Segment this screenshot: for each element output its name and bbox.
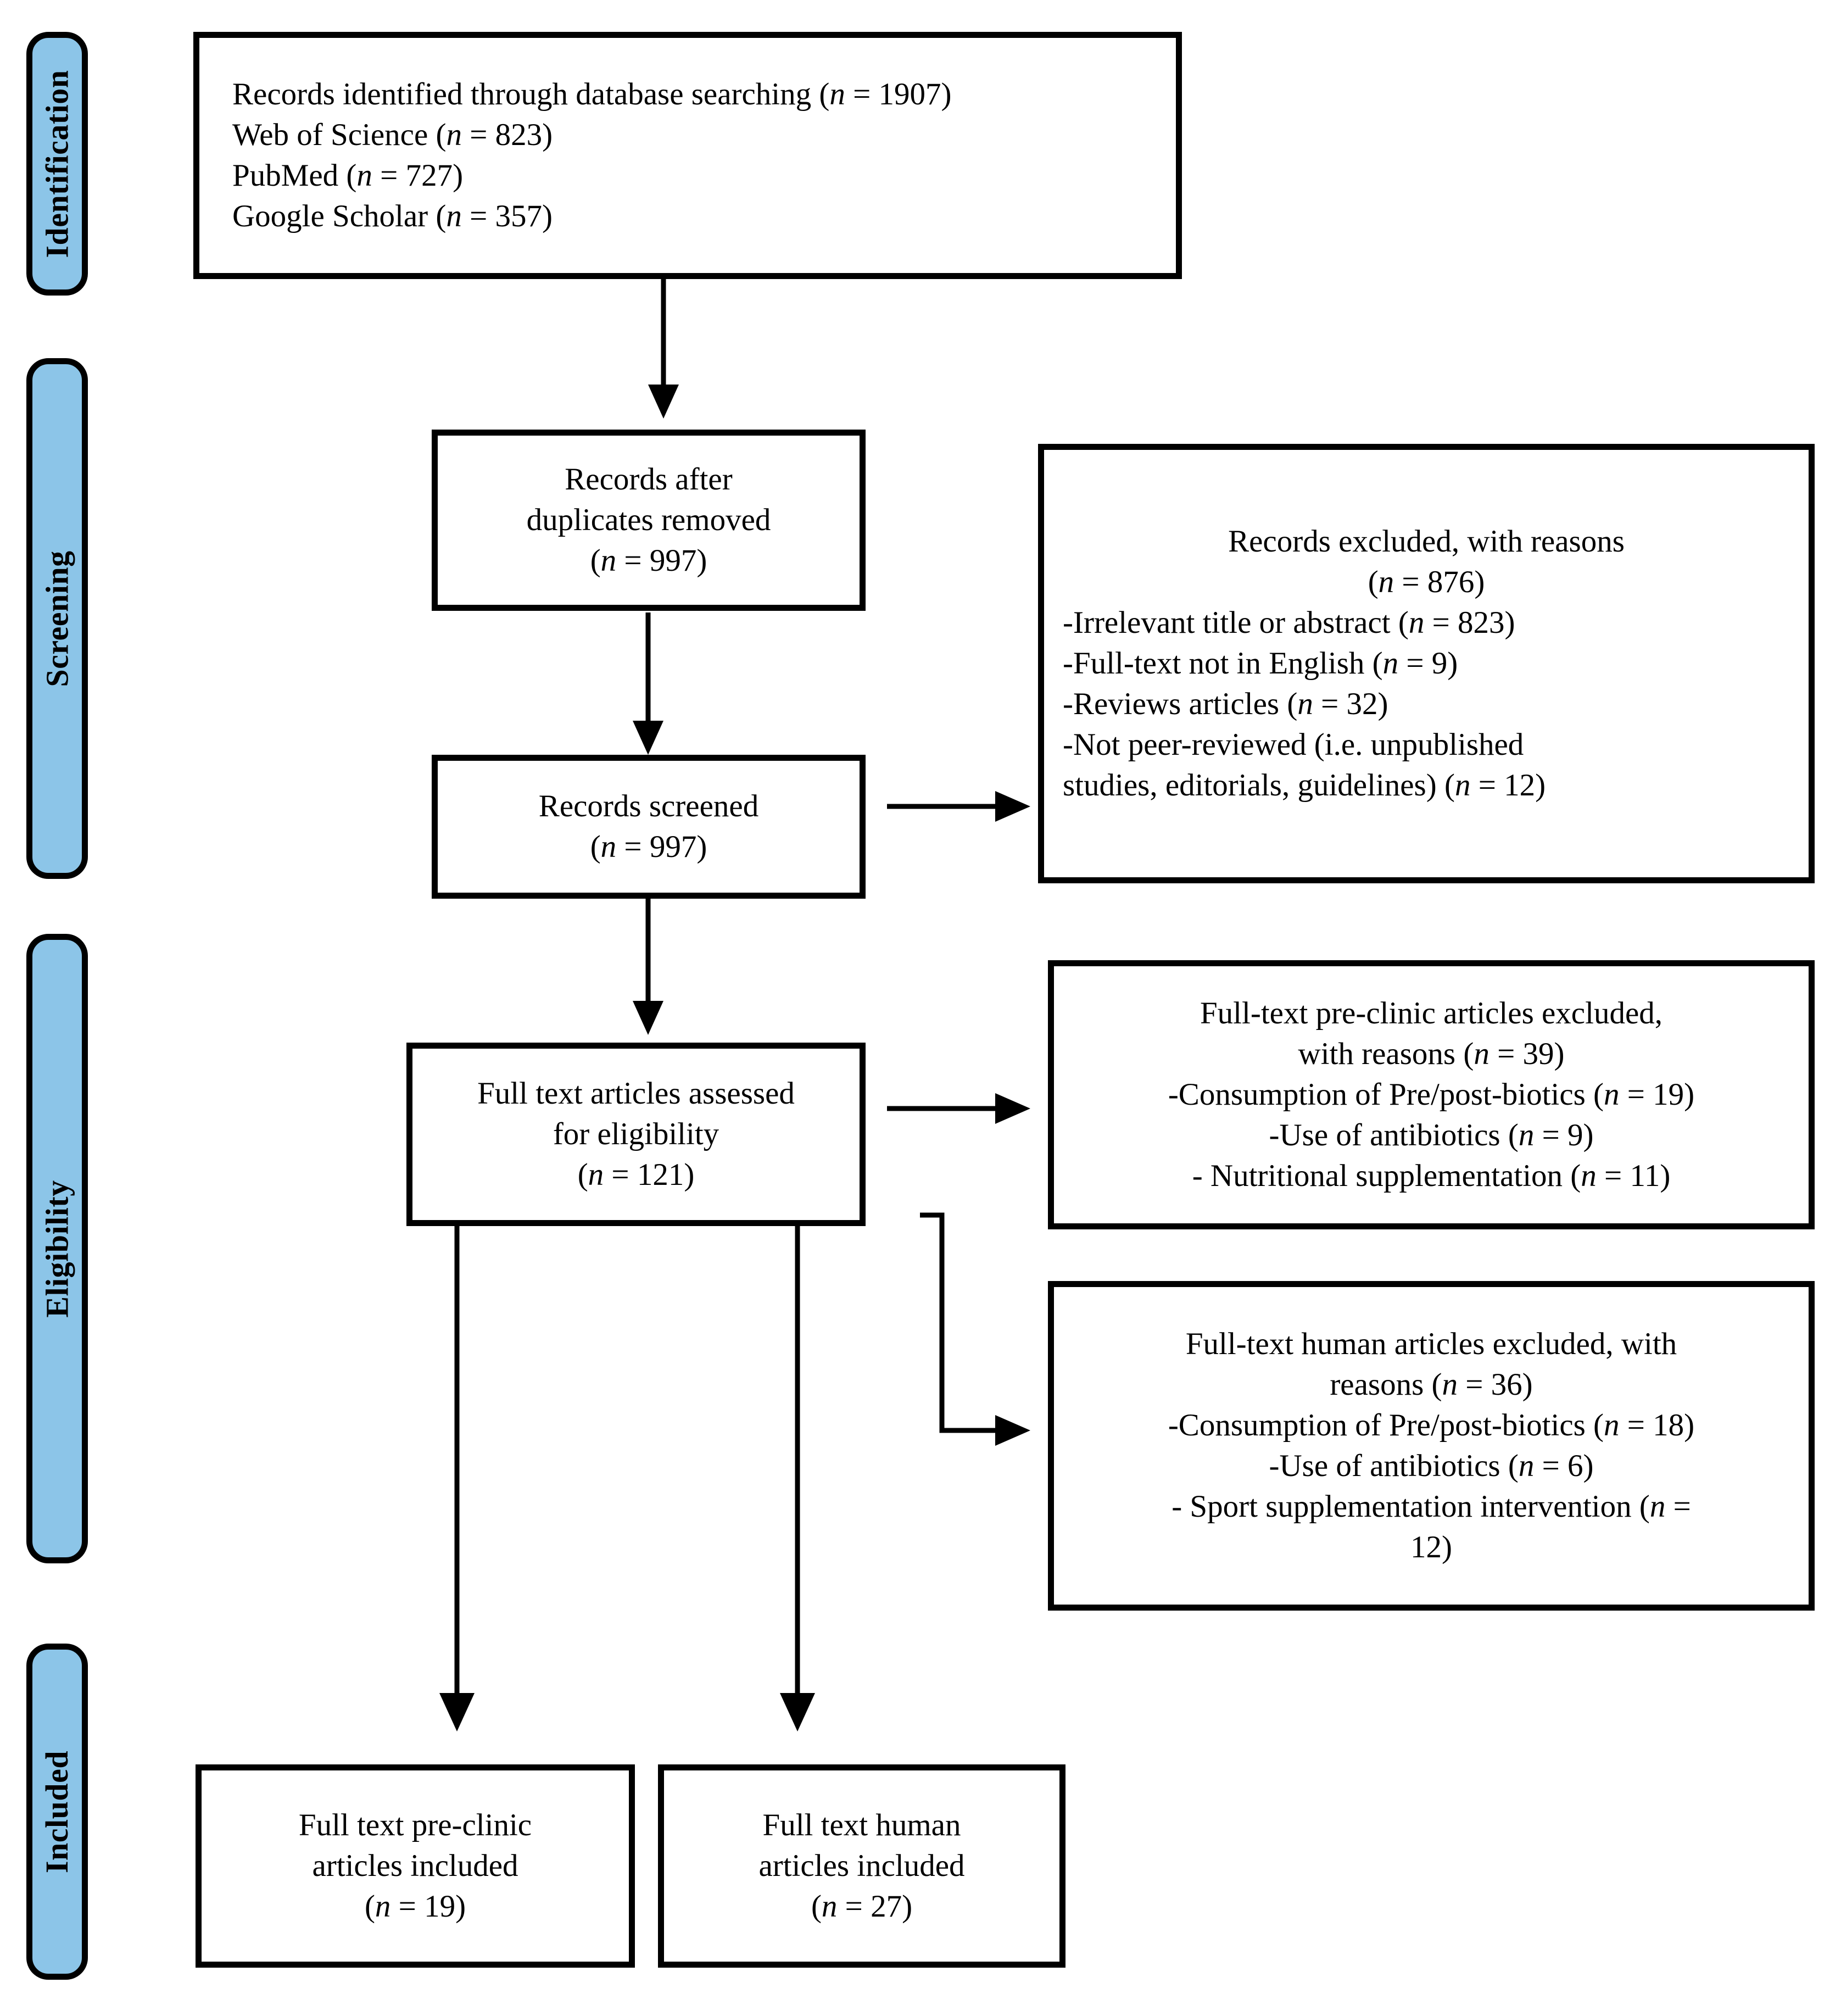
full-text-assessed-line-2: for eligibility xyxy=(553,1116,719,1151)
human-excluded-line-5: - Sport supplementation intervention (n … xyxy=(1171,1489,1691,1524)
duplicates-removed-line-1: Records after xyxy=(565,461,733,497)
records-excluded-line-1: Records excluded, with reasons xyxy=(1228,524,1625,559)
human-included-line-3: (n = 27) xyxy=(811,1889,913,1924)
box-records-screened: Records screened (n = 997) xyxy=(432,755,866,899)
arrow-assessed-to-preclinic-included xyxy=(439,1226,475,1731)
preclinic-excluded-line-1: Full-text pre-clinic articles excluded, xyxy=(1200,995,1663,1031)
stage-tab-identification-label: Identification xyxy=(39,69,75,258)
arrow-assessed-to-human-included xyxy=(780,1226,815,1731)
stage-tab-identification[interactable]: Identification xyxy=(26,32,88,296)
arrow-screened-to-assessed xyxy=(633,898,663,1035)
box-duplicates-removed: Records after duplicates removed (n = 99… xyxy=(432,430,866,611)
box-preclinic-included: Full text pre-clinic articles included (… xyxy=(196,1764,635,1968)
records-identified-line-2: Web of Science (n = 823) xyxy=(232,117,553,152)
human-excluded-line-1: Full-text human articles excluded, with xyxy=(1185,1326,1677,1361)
duplicates-removed-line-2: duplicates removed xyxy=(526,502,771,537)
arrow-identified-to-duplicates xyxy=(648,277,679,419)
box-records-identified: Records identified through database sear… xyxy=(193,32,1182,279)
records-excluded-line-5: -Reviews articles (n = 32) xyxy=(1063,687,1388,722)
records-identified-line-1: Records identified through database sear… xyxy=(232,76,952,112)
records-screened-line-1: Records screened xyxy=(538,788,759,823)
preclinic-excluded-line-2: with reasons (n = 39) xyxy=(1298,1036,1565,1071)
box-human-excluded: Full-text human articles excluded, with … xyxy=(1048,1281,1815,1611)
human-excluded-line-6: 12) xyxy=(1410,1530,1452,1565)
arrow-assessed-to-preclinic-excluded xyxy=(887,1093,1030,1124)
preclinic-included-line-2: articles included xyxy=(312,1848,518,1883)
preclinic-excluded-line-4: -Use of antibiotics (n = 9) xyxy=(1269,1118,1594,1153)
full-text-assessed-line-1: Full text articles assessed xyxy=(477,1076,795,1111)
preclinic-included-line-3: (n = 19) xyxy=(364,1889,466,1924)
records-identified-line-3: PubMed (n = 727) xyxy=(232,158,464,193)
full-text-assessed-line-3: (n = 121) xyxy=(577,1157,695,1193)
arrow-screened-to-excluded xyxy=(887,791,1030,822)
box-preclinic-excluded: Full-text pre-clinic articles excluded, … xyxy=(1048,960,1815,1229)
human-excluded-line-2: reasons (n = 36) xyxy=(1330,1367,1533,1402)
preclinic-included-line-1: Full text pre-clinic xyxy=(298,1807,532,1842)
stage-tab-screening[interactable]: Screening xyxy=(26,358,88,879)
box-records-excluded: Records excluded, with reasons (n = 876)… xyxy=(1038,444,1815,883)
preclinic-excluded-line-3: -Consumption of Pre/post-biotics (n = 19… xyxy=(1168,1077,1695,1112)
records-screened-line-2: (n = 997) xyxy=(590,829,707,864)
duplicates-removed-line-3: (n = 997) xyxy=(590,543,707,578)
stage-tab-eligibility[interactable]: Eligibility xyxy=(26,934,88,1563)
records-excluded-line-2: (n = 876) xyxy=(1368,564,1485,599)
human-included-line-1: Full text human xyxy=(762,1807,961,1842)
elbow-assessed-to-human-excluded xyxy=(920,1212,1030,1446)
box-full-text-assessed: Full text articles assessed for eligibil… xyxy=(406,1043,866,1226)
stage-tab-screening-label: Screening xyxy=(39,550,75,687)
records-identified-line-4: Google Scholar (n = 357) xyxy=(232,199,553,234)
human-excluded-line-3: -Consumption of Pre/post-biotics (n = 18… xyxy=(1168,1407,1695,1443)
records-excluded-line-3: -Irrelevant title or abstract (n = 823) xyxy=(1063,605,1515,640)
arrow-duplicates-to-screened xyxy=(633,612,663,755)
records-excluded-line-7: studies, editorials, guidelines) (n = 12… xyxy=(1063,768,1546,803)
stage-tab-included[interactable]: Included xyxy=(26,1644,88,1980)
human-excluded-line-4: -Use of antibiotics (n = 6) xyxy=(1269,1449,1594,1483)
records-excluded-line-6: -Not peer-reviewed (i.e. unpublished xyxy=(1063,727,1524,762)
stage-tab-included-label: Included xyxy=(39,1750,75,1873)
stage-tab-eligibility-label: Eligibility xyxy=(39,1179,75,1318)
box-human-included: Full text human articles included (n = 2… xyxy=(658,1764,1065,1968)
human-included-line-2: articles included xyxy=(758,1848,965,1883)
preclinic-excluded-line-5: - Nutritional supplementation (n = 11) xyxy=(1192,1159,1671,1194)
records-excluded-line-4: -Full-text not in English (n = 9) xyxy=(1063,645,1458,681)
